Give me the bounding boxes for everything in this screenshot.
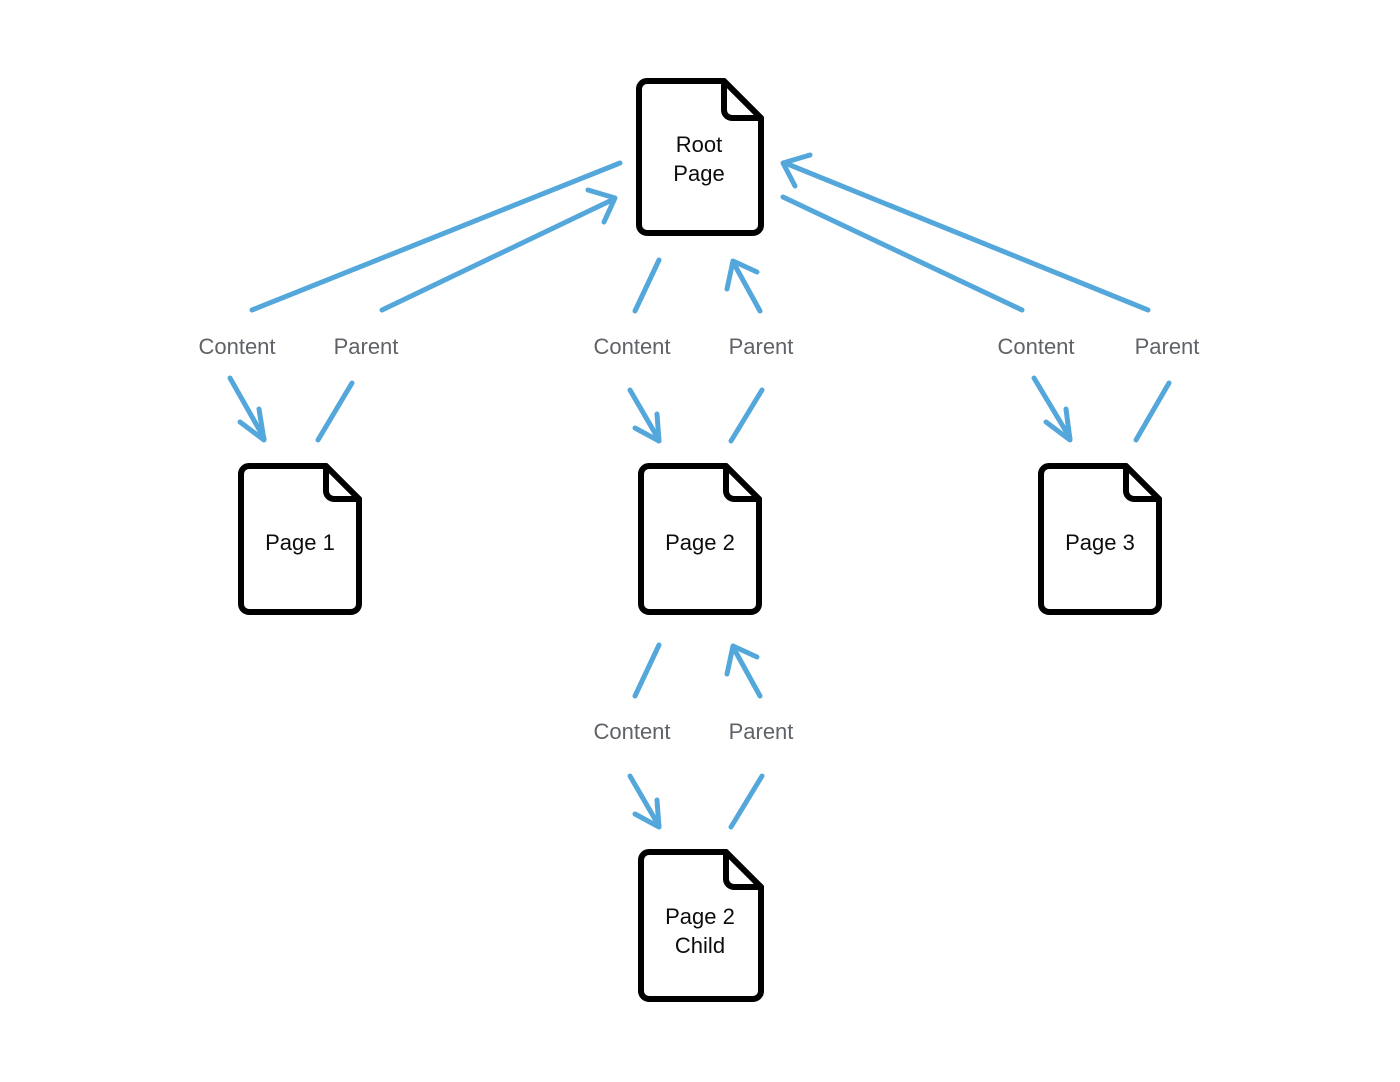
node-page-2-child-label-line2: Child	[675, 933, 725, 958]
document-fold-icon	[1123, 463, 1162, 502]
node-root-page[interactable]: Root Page	[636, 78, 764, 236]
edge-label-root-page2-content: Content	[593, 334, 670, 359]
document-fold-icon	[323, 463, 362, 502]
edge-label-page1-root-parent: Parent	[334, 334, 399, 359]
document-icon	[636, 78, 764, 236]
document-fold-icon	[723, 849, 764, 890]
node-page-3-label: Page 3	[1065, 530, 1135, 555]
edge-root-page3-content-arrowhead	[1043, 406, 1073, 443]
edge-root-page1-content-upper-line	[249, 160, 623, 313]
document-icon	[1038, 463, 1162, 615]
edge-label-root-page1-content: Content	[198, 334, 275, 359]
node-page-1-label: Page 1	[265, 530, 335, 555]
edge-page2child-page2-parent-lower-line	[728, 773, 765, 830]
edge-group-root-page1	[227, 160, 623, 443]
edge-page3-root-parent-arrowhead	[780, 152, 813, 189]
edge-label-page2-page2child-content: Content	[593, 719, 670, 744]
node-root-page-label-line1: Root	[676, 132, 722, 157]
edge-page1-root-parent-lower-line	[315, 380, 355, 443]
node-page-2[interactable]: Page 2	[638, 463, 762, 615]
node-root-page-label-line2: Page	[673, 161, 724, 186]
edge-page2child-page2-parent-upper-line	[730, 644, 763, 699]
edge-root-page2-content-upper-line	[632, 257, 662, 314]
node-page-1[interactable]: Page 1	[238, 463, 362, 615]
node-page-2-label: Page 2	[665, 530, 735, 555]
edge-page1-root-parent-upper-line	[379, 196, 617, 313]
node-page-2-child-label-line1: Page 2	[665, 904, 735, 929]
document-fold-icon	[721, 78, 764, 121]
edge-group-root-page2	[627, 257, 765, 444]
edge-root-page1-content-lower-line	[227, 375, 267, 441]
edge-label-page2child-page2-parent: Parent	[729, 719, 794, 744]
edge-page2-root-parent-lower-line	[728, 387, 765, 444]
edge-page1-root-parent-arrowhead	[585, 187, 618, 225]
edge-root-page3-content-upper-line	[780, 194, 1025, 313]
edge-root-page1-content-arrowhead	[237, 406, 267, 443]
edge-group-root-page3	[780, 152, 1172, 443]
edge-page2-page2child-content-arrowhead	[632, 797, 662, 830]
edge-label-page3-root-parent: Parent	[1135, 334, 1200, 359]
edge-label-root-page3-content: Content	[997, 334, 1074, 359]
node-page-2-child[interactable]: Page 2 Child	[638, 849, 764, 1002]
edge-root-page3-content-lower-line	[1031, 375, 1073, 441]
edge-page2-page2child-content-upper-line	[632, 642, 662, 699]
edge-group-page2-page2child	[627, 642, 765, 830]
document-fold-icon	[723, 463, 762, 502]
document-icon	[238, 463, 362, 615]
edge-page3-root-parent-upper-line	[782, 160, 1151, 313]
edge-root-page2-content-arrowhead	[632, 411, 662, 444]
edge-root-page2-content-lower-line	[627, 387, 662, 443]
edge-page3-root-parent-lower-line	[1133, 380, 1172, 443]
edge-label-page2-root-parent: Parent	[729, 334, 794, 359]
edge-page2child-page2-parent-arrowhead	[724, 643, 760, 677]
node-page-3[interactable]: Page 3	[1038, 463, 1162, 615]
edge-page2-root-parent-upper-line	[730, 259, 763, 314]
edge-page2-root-parent-arrowhead	[724, 258, 760, 292]
edge-page2-page2child-content-lower-line	[627, 773, 662, 829]
document-icon	[638, 463, 762, 615]
